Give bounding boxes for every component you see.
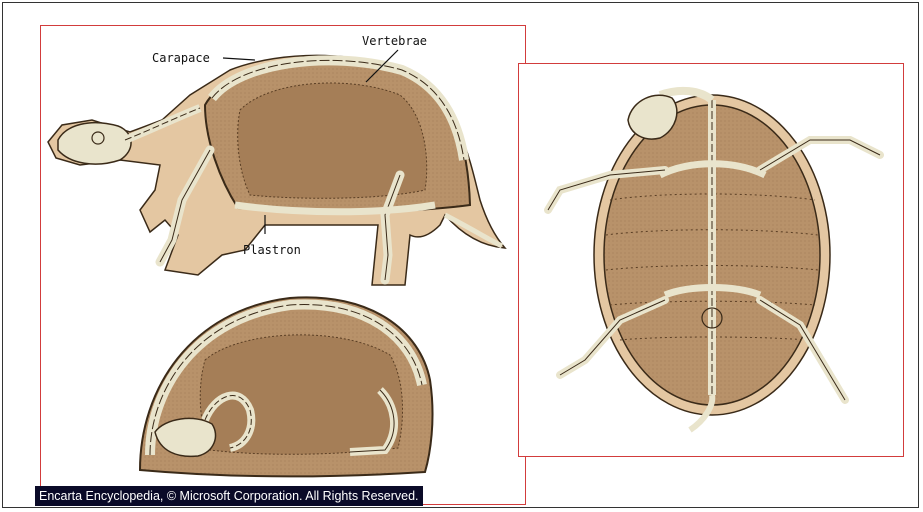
carapace-label: Carapace (152, 51, 210, 65)
turtle-retracted-view (140, 297, 433, 476)
copyright-credit: Encarta Encyclopedia, © Microsoft Corpor… (35, 486, 423, 506)
turtle-ventral-view (548, 91, 880, 430)
plastron-label: Plastron (243, 243, 301, 257)
carapace-leader-line (223, 58, 255, 60)
vertebrae-label: Vertebrae (362, 34, 427, 48)
